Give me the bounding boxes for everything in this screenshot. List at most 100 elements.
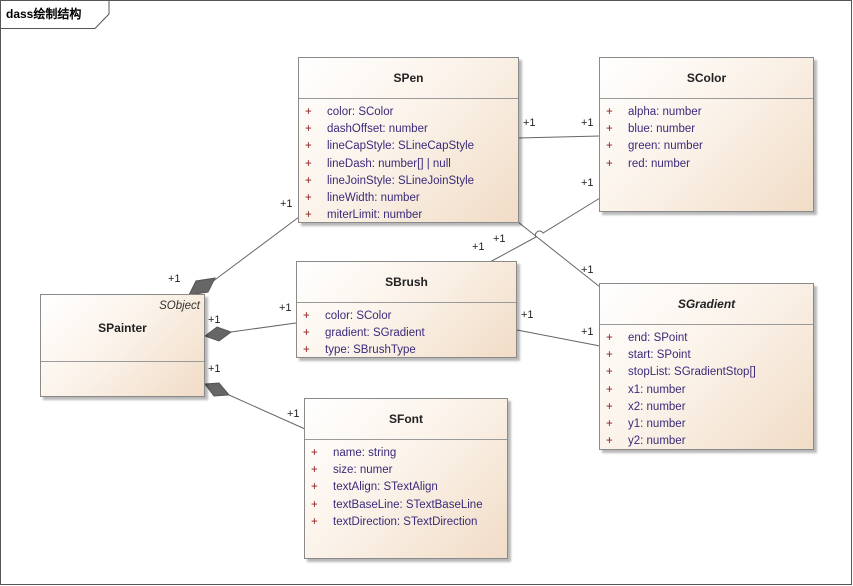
attribute-text: size: numer (333, 464, 393, 477)
attribute-text: color: SColor (325, 310, 392, 322)
class-name-sfont: SFont (305, 399, 507, 440)
assoc-brush-gradient[interactable] (516, 329, 601, 347)
assoc-pen-color[interactable] (517, 135, 601, 139)
multiplicity-label: +1 (287, 408, 300, 420)
visibility-marker: + (305, 209, 312, 222)
attribute-text: miterLimit: number (327, 209, 423, 222)
visibility-marker: + (305, 191, 312, 204)
attribute-text: green: number (628, 140, 703, 153)
attribute-row[interactable]: + lineDash: number[] | null (299, 156, 518, 173)
class-name-sgradient: SGradient (600, 284, 813, 325)
visibility-marker: + (303, 327, 310, 340)
attribute-text: stopList: SGradientStop[] (628, 366, 756, 379)
attribute-text: lineDash: number[] | null (327, 157, 451, 170)
attribute-text: lineWidth: number (327, 191, 420, 204)
visibility-marker: + (305, 157, 312, 170)
visibility-marker: + (606, 417, 613, 430)
visibility-marker: + (606, 349, 613, 362)
assoc-pen-gradient[interactable] (517, 221, 601, 288)
visibility-marker: + (303, 310, 310, 322)
attribute-row[interactable]: +color: SColor (299, 104, 518, 121)
attribute-row[interactable]: +lineCapStyle: SLineCapStyle (299, 138, 518, 155)
multiplicity-label: +1 (168, 273, 181, 285)
attribute-list: + color: SColor + gradient: SGradient +type:… (297, 303, 516, 360)
attribute-row[interactable]: + size: numer (305, 462, 507, 479)
attribute-text: lineCapStyle: SLineCapStyle (327, 140, 475, 153)
multiplicity-label: +1 (279, 302, 292, 314)
attribute-row[interactable]: +textBaseLine: STextBaseLine (305, 497, 507, 514)
class-sgradient[interactable]: SGradient +end: SPoint+start: SPoint+sto… (599, 283, 814, 450)
attribute-row[interactable]: +textDirection: STextDirection (305, 514, 507, 531)
attribute-row[interactable]: +green: number (600, 138, 813, 155)
assoc-painter-font[interactable] (228, 394, 306, 430)
multiplicity-label: +1 (493, 233, 506, 245)
attribute-text: name: string (333, 447, 397, 459)
attribute-row[interactable]: + red: number (600, 156, 813, 173)
attribute-row[interactable]: + end: SPoint (600, 330, 813, 347)
visibility-marker: + (311, 464, 318, 477)
attribute-row[interactable]: +blue: number (600, 121, 813, 138)
multiplicity-label: +1 (208, 314, 221, 326)
attribute-text: type: SBrushType (325, 344, 416, 357)
attribute-text: x1: number (628, 383, 686, 396)
attribute-text: end: SPoint (628, 332, 688, 344)
visibility-marker: + (606, 366, 613, 379)
class-name-spainter: SPainter (98, 321, 147, 335)
multiplicity-label: +1 (208, 363, 221, 375)
class-scolor[interactable]: SColor +alpha: number+blue: number+green… (599, 57, 814, 212)
visibility-marker: + (311, 447, 318, 459)
attribute-text: red: number (628, 157, 691, 170)
attribute-text: color: SColor (327, 106, 394, 118)
multiplicity-label: +1 (521, 309, 534, 321)
attribute-row[interactable]: + stopList: SGradientStop[] (600, 364, 813, 381)
attribute-row[interactable]: +start: SPoint (600, 347, 813, 364)
attribute-list: + name: string + size: numer +textAlign: STe… (305, 440, 507, 531)
multiplicity-label: +1 (280, 198, 293, 210)
attribute-row[interactable]: + lineWidth: number (299, 190, 518, 207)
assoc-painter-brush[interactable] (230, 322, 297, 333)
class-head-spainter: SObject SPainter (41, 295, 204, 362)
attribute-text: textDirection: STextDirection (333, 515, 478, 528)
assoc-painter-pen[interactable] (211, 216, 300, 283)
diagram-title-tab (0, 0, 110, 29)
attribute-list: +alpha: number+blue: number+green: numbe… (600, 99, 813, 173)
attribute-row[interactable]: + color: SColor (297, 308, 516, 325)
attribute-list: +end: SPoint+start: SPoint+stopList: SGr… (600, 325, 813, 450)
attribute-text: y1: number (628, 417, 686, 430)
class-name-spen: SPen (299, 58, 518, 99)
attribute-text: gradient: SGradient (325, 327, 425, 340)
diagram-title: dass绘制结构 (6, 7, 82, 21)
attribute-row[interactable]: + miterLimit: number (299, 207, 518, 224)
visibility-marker: + (606, 157, 613, 170)
assoc-brush-color[interactable] (489, 197, 601, 263)
attribute-row[interactable]: +textAlign: STextAlign (305, 479, 507, 496)
attribute-row[interactable]: +x1: number (600, 382, 813, 399)
attribute-row[interactable]: +type: SBrushType (297, 342, 516, 359)
attribute-row[interactable]: + gradient: SGradient (297, 325, 516, 342)
class-sfont[interactable]: SFont + name: string + size: numer +textAlig… (304, 398, 508, 559)
visibility-marker: + (606, 106, 613, 118)
composition-diamond-brush (203, 326, 233, 342)
multiplicity-label: +1 (523, 117, 536, 129)
attribute-text: alpha: number (628, 106, 702, 118)
class-sbrush[interactable]: SBrush + color: SColor + gradient: SGradien… (296, 261, 517, 358)
composition-diamond-font (204, 382, 231, 397)
attribute-row[interactable]: +dashOffset: number (299, 121, 518, 138)
attribute-row[interactable]: + alpha: number (600, 104, 813, 121)
attribute-row[interactable]: +y2: number (600, 433, 813, 450)
attribute-text: blue: number (628, 123, 696, 136)
class-name-sbrush: SBrush (297, 262, 516, 303)
visibility-marker: + (305, 174, 312, 187)
visibility-marker: + (606, 332, 613, 344)
attribute-row[interactable]: +x2: number (600, 399, 813, 416)
attribute-text: textAlign: STextAlign (333, 481, 438, 494)
class-spen[interactable]: SPen +color: SColor+dashOffset: number+l… (298, 57, 519, 223)
multiplicity-label: +1 (472, 241, 485, 253)
attribute-row[interactable]: +lineJoinStyle: SLineJoinStyle (299, 173, 518, 190)
multiplicity-label: +1 (581, 177, 594, 189)
class-spainter[interactable]: SObject SPainter (40, 294, 205, 397)
multiplicity-label: +1 (581, 117, 594, 129)
attribute-row[interactable]: + name: string (305, 445, 507, 462)
attribute-row[interactable]: + y1: number (600, 416, 813, 433)
